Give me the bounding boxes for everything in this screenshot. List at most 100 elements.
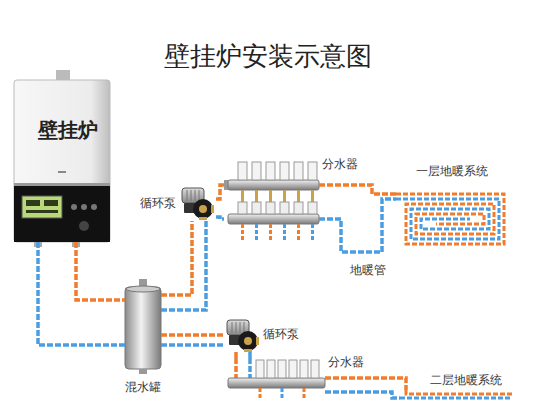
supply-pipe <box>161 333 225 337</box>
node-label: 壁挂炉 <box>14 118 122 142</box>
manifold <box>224 162 319 240</box>
pipe-pair <box>236 352 250 358</box>
boiler-body <box>58 171 66 173</box>
floor-heating-coil <box>396 194 504 244</box>
return-pipe <box>216 217 224 219</box>
manifold <box>267 360 275 378</box>
pump-symbol <box>227 320 259 352</box>
manifold <box>280 162 289 180</box>
pipe-pair <box>38 242 125 345</box>
supply-pipe <box>325 378 406 390</box>
manifold <box>269 190 272 202</box>
node-label: 二层地暖系统 <box>430 372 502 388</box>
supply-pipe <box>234 352 238 358</box>
floor-system-box: 二层地暖系统 <box>400 390 510 400</box>
supply-pipe <box>161 221 192 295</box>
boiler-body <box>79 221 89 231</box>
pipe-pair <box>161 335 225 345</box>
manifold <box>269 224 272 240</box>
pump-box: 循环泵 <box>225 318 259 352</box>
manifold <box>294 162 303 180</box>
boiler-body <box>56 70 70 80</box>
manifold <box>256 360 264 378</box>
boiler-body <box>14 183 110 186</box>
manifold <box>311 360 319 378</box>
node-label: 分水器 <box>322 156 358 172</box>
manifold-box: 分水器 <box>224 158 319 240</box>
manifold <box>303 388 306 400</box>
boiler-body <box>44 200 58 206</box>
floor-heating-coil <box>406 390 512 394</box>
floor-heating-coil <box>396 199 499 239</box>
manifold <box>255 190 258 202</box>
manifold <box>234 358 238 378</box>
manifold <box>266 202 275 214</box>
pipe-pair <box>216 185 224 219</box>
pump-symbol <box>182 188 214 220</box>
return-pipe <box>325 392 400 398</box>
supply-pipe <box>76 242 125 300</box>
manifold <box>252 202 261 214</box>
boiler-body <box>14 186 110 242</box>
manifold <box>308 202 317 214</box>
manifold-box: 分水器 <box>228 358 325 400</box>
manifold <box>300 360 308 378</box>
mixing-tank <box>126 286 160 292</box>
node-label: 混水罐 <box>125 379 161 395</box>
manifold <box>280 202 289 214</box>
floor-heating-coil <box>400 390 512 398</box>
manifold <box>289 360 297 378</box>
manifold <box>297 190 300 202</box>
pipe-pair <box>161 221 206 310</box>
boiler-body <box>14 70 110 247</box>
mixing-tank <box>139 279 147 286</box>
return-pipe <box>38 242 125 345</box>
manifold <box>294 202 303 214</box>
manifold <box>228 214 319 224</box>
node-label: 一层地暖系统 <box>416 163 488 179</box>
manifold <box>228 358 325 400</box>
manifold <box>241 190 244 202</box>
pipe-pair <box>325 378 406 398</box>
manifold <box>228 378 325 388</box>
node-label: 分水器 <box>328 354 364 370</box>
pump-box: 循环泵 <box>180 185 216 221</box>
mixing-tank <box>125 279 161 374</box>
boiler-body <box>26 210 58 213</box>
manifold <box>238 162 247 180</box>
boiler-body <box>71 204 77 210</box>
boiler-body <box>14 80 110 242</box>
manifold <box>281 388 284 400</box>
node-label: 循环泵 <box>140 195 176 211</box>
return-pipe <box>161 221 206 310</box>
mixing-tank <box>139 369 147 374</box>
manifold <box>228 180 319 190</box>
manifold <box>278 360 286 378</box>
manifold <box>266 162 275 180</box>
part-label: 地暖管 <box>350 262 386 278</box>
manifold <box>283 190 286 202</box>
boiler-body <box>81 204 87 210</box>
diagram-title: 壁挂炉安装示意图 <box>0 40 535 72</box>
boiler-body <box>22 196 62 218</box>
manifold <box>297 224 300 240</box>
manifold <box>311 190 314 202</box>
boiler-box: 壁挂炉 <box>14 80 122 242</box>
mixing-tank <box>125 287 161 369</box>
supply-pipe <box>319 185 396 194</box>
boiler-body <box>91 204 97 210</box>
manifold <box>308 162 317 180</box>
supply-pipe <box>216 185 224 199</box>
return-pipe <box>248 352 252 358</box>
floor-system-box: 一层地暖系统 <box>396 182 508 248</box>
manifold <box>252 162 261 180</box>
return-pipe <box>161 343 225 347</box>
boiler-body <box>26 200 40 206</box>
manifold <box>259 388 262 400</box>
manifold <box>311 224 314 240</box>
manifold <box>241 224 244 240</box>
pipe-pair <box>319 185 396 252</box>
node-label: 循环泵 <box>263 326 299 342</box>
manifold <box>283 224 286 240</box>
manifold <box>248 358 252 378</box>
